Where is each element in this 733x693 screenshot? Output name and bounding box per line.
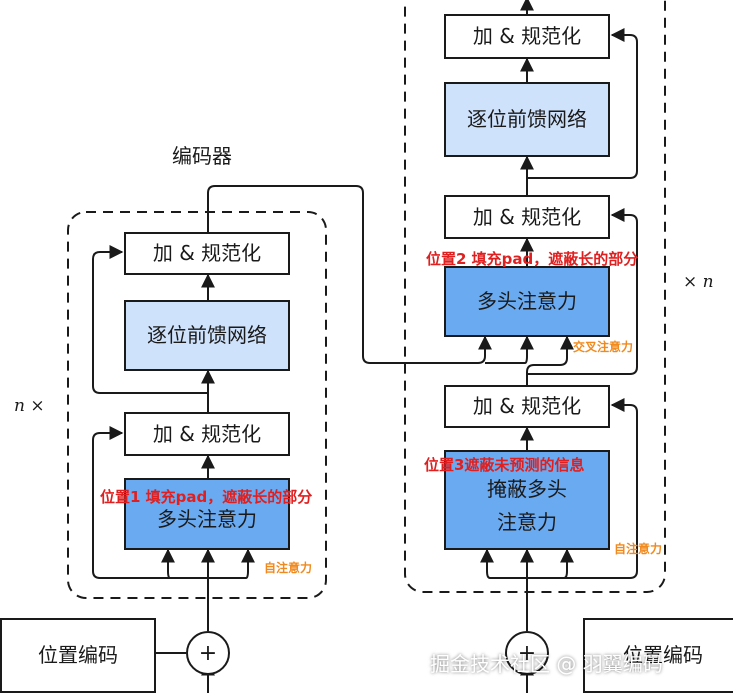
decoder-add-norm-top: 加 & 规范化	[444, 14, 610, 59]
enc-v-arrow	[208, 548, 255, 579]
decoder-future-mask-note: 位置3遮蔽未预测的信息	[424, 456, 585, 474]
decoder-add-norm-middle-label: 加 & 规范化	[472, 204, 582, 229]
encoder-ffn-block: 逐位前馈网络	[124, 300, 290, 371]
encoder-repeat-box	[67, 211, 327, 599]
dec-q-arrow	[480, 548, 527, 579]
decoder-positional-encoding-label: 位置编码	[623, 643, 703, 667]
encoder-positional-encoding: 位置编码	[0, 618, 156, 693]
enc-memory-k-arrow	[485, 335, 534, 364]
decoder-masked-attention-line2: 注意力	[497, 510, 557, 534]
dec-v-arrow	[527, 548, 574, 579]
encoder-pad-mask-note: 位置1 填充pad，遮蔽长的部分	[100, 488, 313, 506]
dec-residual-3	[527, 28, 638, 179]
decoder-masked-attention-block: 掩蔽多头 注意力	[444, 450, 610, 550]
decoder-plus-circle: +	[505, 631, 549, 675]
encoder-add-norm-top-label: 加 & 规范化	[152, 241, 262, 265]
decoder-repeat-label: × n	[683, 272, 714, 292]
encoder-repeat-label: n ×	[14, 396, 45, 416]
decoder-masked-attention-line1: 掩蔽多头	[487, 477, 567, 501]
encoder-plus-circle: +	[186, 631, 230, 675]
decoder-pad-mask-note: 位置2 填充pad，遮蔽长的部分	[426, 250, 639, 268]
decoder-repeat-box	[404, 0, 666, 593]
decoder-add-norm-bottom: 加 & 规范化	[444, 385, 610, 428]
dec-residual-1	[527, 398, 638, 579]
encoder-attention-block: 多头注意力	[124, 478, 290, 550]
decoder-ffn-label: 逐位前馈网络	[467, 107, 587, 131]
enc-residual-1	[92, 426, 208, 579]
decoder-cross-attention-label: 多头注意力	[477, 289, 577, 313]
encoder-add-norm-bottom-label: 加 & 规范化	[152, 421, 262, 446]
enc-residual-2	[92, 245, 208, 394]
decoder-add-norm-top-label: 加 & 规范化	[472, 24, 582, 48]
decoder-plus-symbol: +	[517, 640, 537, 666]
decoder-add-norm-middle: 加 & 规范化	[444, 195, 610, 239]
decoder-cross-attention-note: 交叉注意力	[573, 340, 634, 354]
enc-output-to-decoder	[207, 185, 492, 364]
watermark-text: 掘金技术社区 @ 羽翼编码	[430, 652, 663, 676]
decoder-positional-encoding: 位置编码	[583, 618, 733, 693]
decoder-add-norm-bottom-label: 加 & 规范化	[472, 394, 582, 418]
encoder-ffn-label: 逐位前馈网络	[147, 323, 267, 347]
dec-residual-2	[527, 208, 638, 375]
encoder-title: 编码器	[172, 144, 232, 168]
decoder-self-attention-note: 自注意力	[614, 542, 663, 556]
enc-q-arrow	[161, 548, 208, 579]
encoder-attention-label: 多头注意力	[157, 506, 257, 531]
encoder-add-norm-bottom: 加 & 规范化	[124, 412, 290, 456]
decoder-cross-attention-block: 多头注意力	[444, 266, 610, 337]
dec-addnorm-to-cross	[526, 335, 574, 385]
decoder-ffn-block: 逐位前馈网络	[444, 82, 610, 157]
encoder-plus-symbol: +	[198, 640, 218, 666]
encoder-self-attention-note: 自注意力	[264, 561, 313, 575]
encoder-positional-encoding-label: 位置编码	[38, 643, 118, 667]
encoder-add-norm-top: 加 & 规范化	[124, 232, 290, 275]
